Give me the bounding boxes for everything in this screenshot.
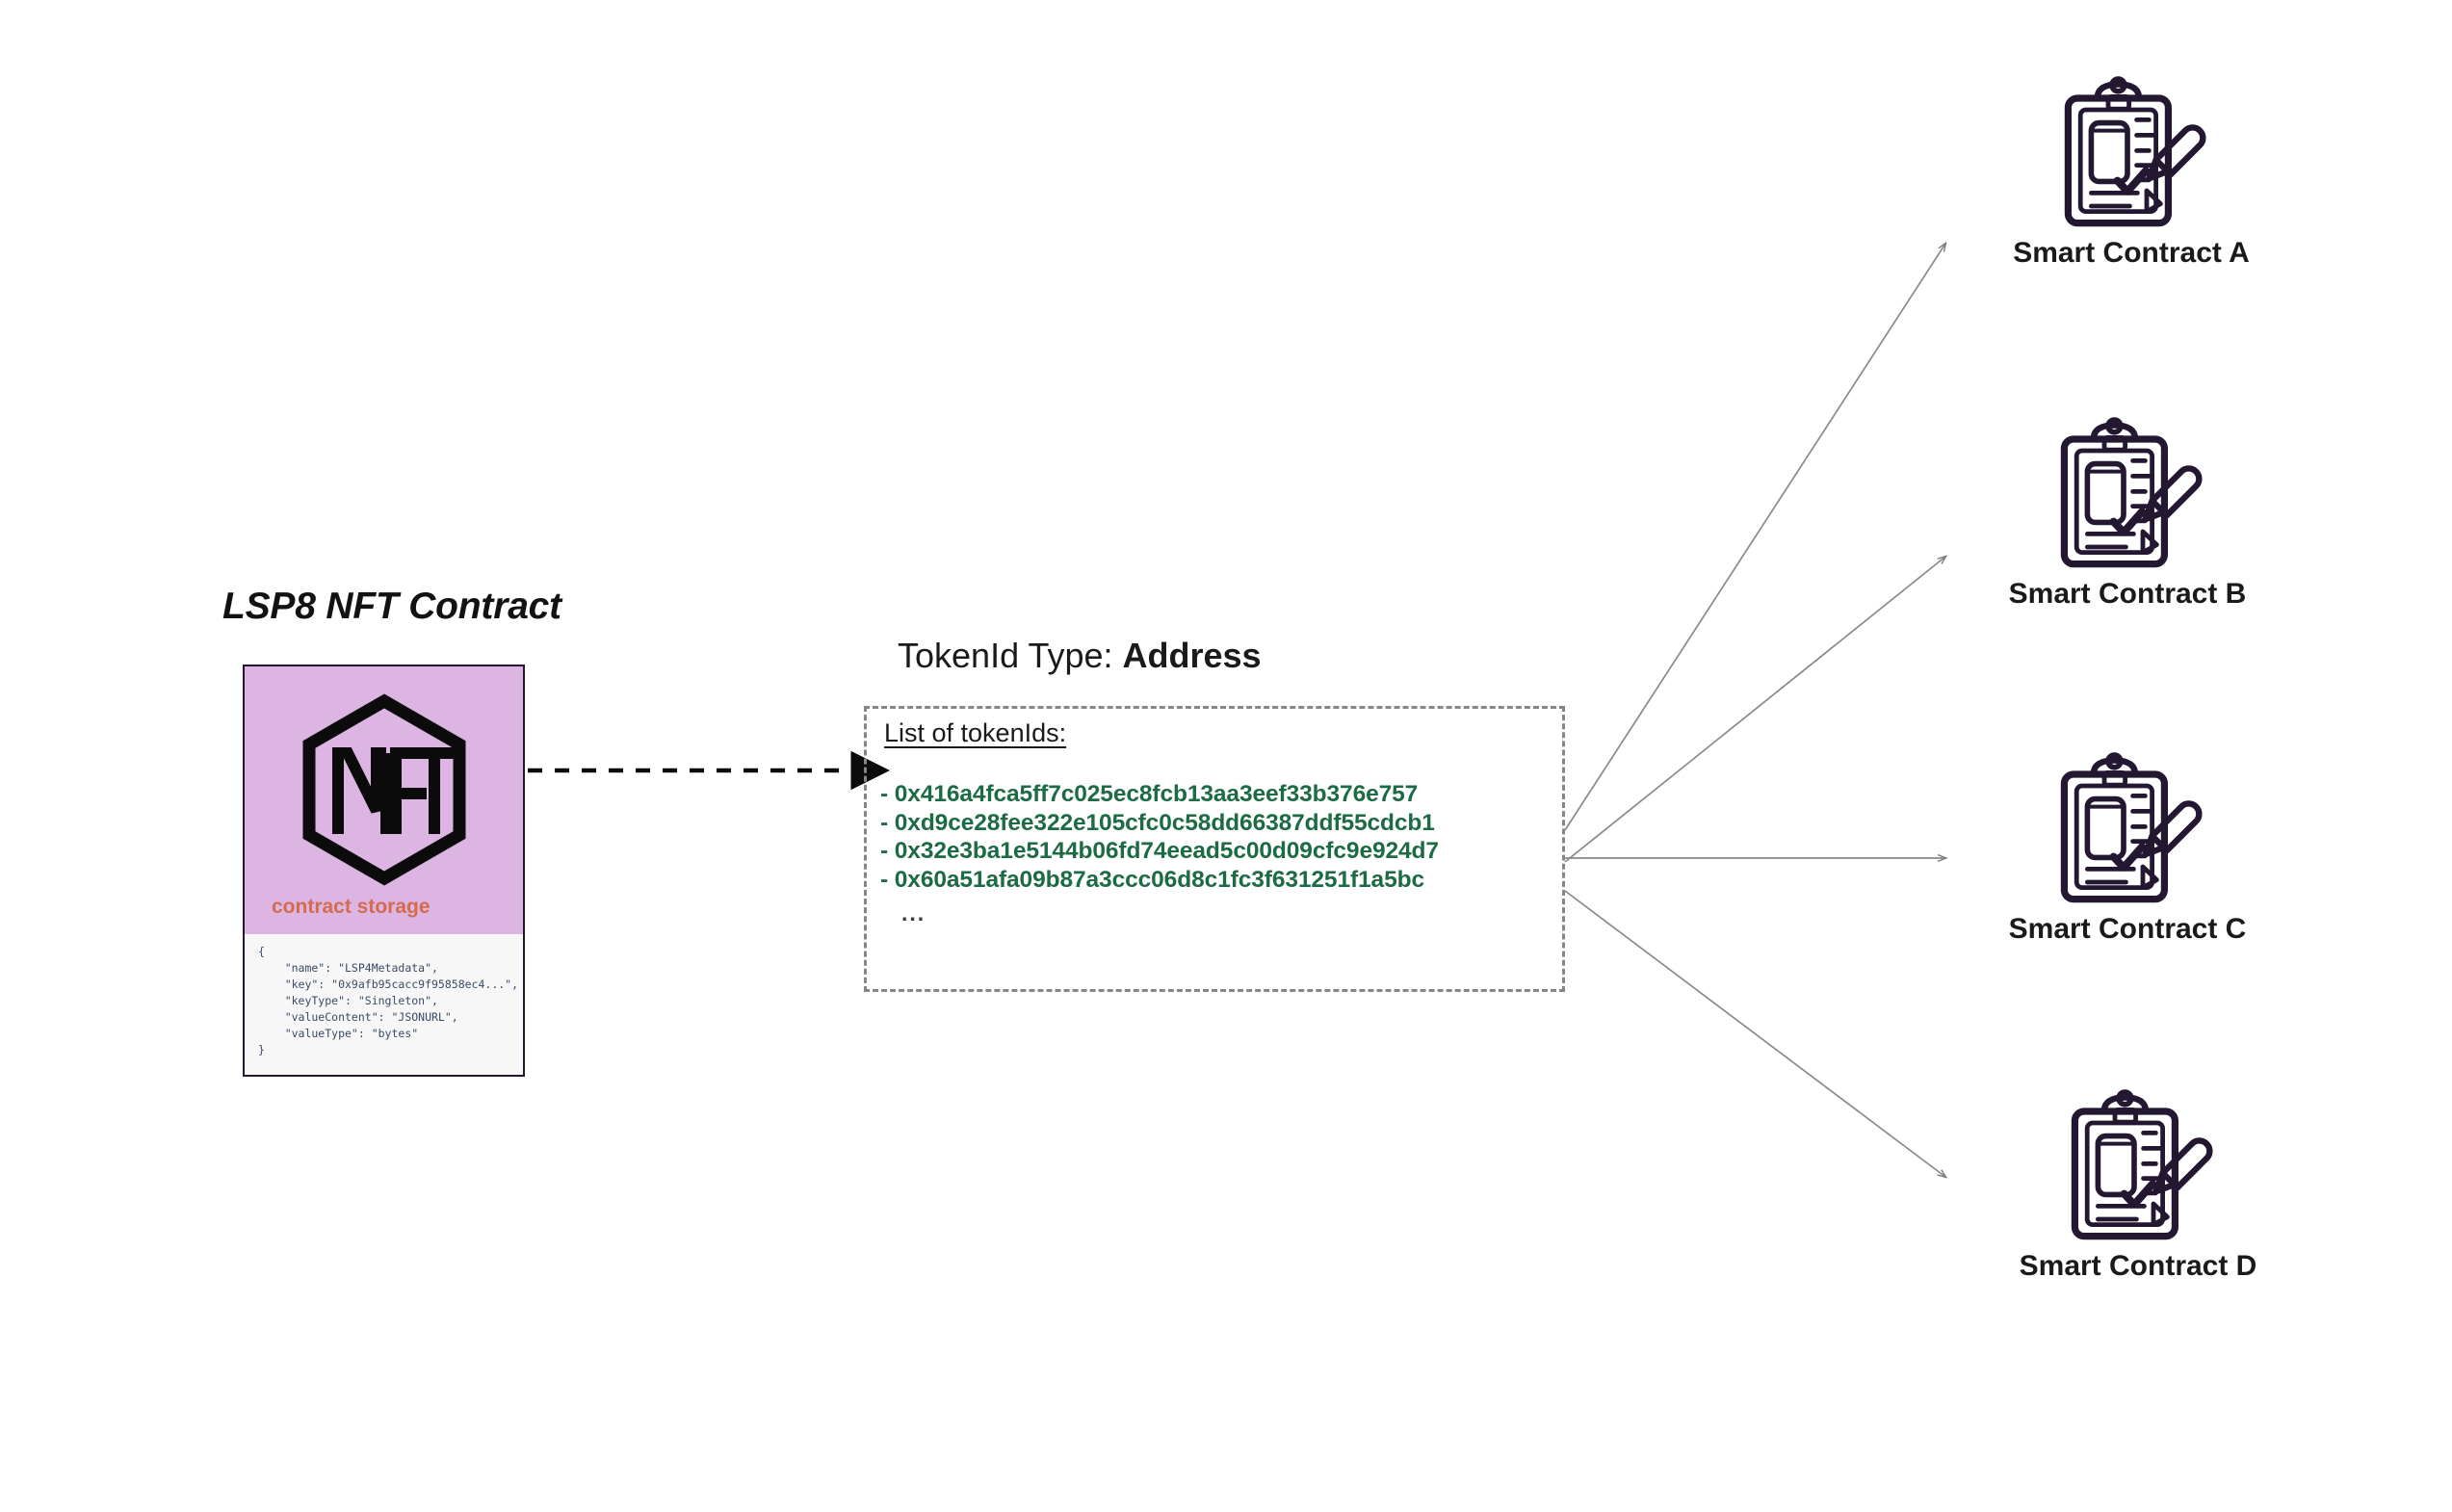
connector-to-contract-b — [1564, 557, 1945, 863]
connector-to-contract-a — [1564, 244, 1945, 831]
smart-contract-icon — [2060, 417, 2203, 568]
smart-contract-label: Smart Contract B — [2008, 578, 2247, 610]
contract-storage-label: contract storage — [272, 896, 430, 918]
tokenid-list-box: List of tokenIds: - 0x416a4fca5ff7c025ec… — [864, 706, 1565, 992]
lsp8-contract-card: contract storage { "name": "LSP4Metadata… — [243, 665, 525, 1077]
list-item-ellipsis: ... — [901, 900, 926, 925]
smart-contract-label: Smart Contract A — [2013, 237, 2250, 269]
smart-contract-icon — [2071, 1089, 2213, 1240]
tokenid-type-value: Address — [1122, 636, 1262, 675]
tokenid-list-heading: List of tokenIds: — [884, 718, 1067, 747]
smart-contract-node-b[interactable]: Smart Contract B — [1969, 416, 2286, 611]
tokenid-type-prefix: TokenId Type: — [898, 636, 1123, 675]
page-title: LSP8 NFT Contract — [222, 586, 561, 627]
tokenid-list: - 0x416a4fca5ff7c025ec8fcb13aa3eef33b376… — [880, 780, 1439, 928]
contract-storage-json: { "name": "LSP4Metadata", "key": "0x9afb… — [258, 945, 519, 1057]
contract-card-header: contract storage — [245, 666, 523, 934]
list-item: - 0x32e3ba1e5144b06fd74eead5c00d09cfc9e9… — [880, 838, 1439, 864]
smart-contract-label: Smart Contract C — [2008, 913, 2247, 945]
smart-contract-node-a[interactable]: Smart Contract A — [1972, 75, 2290, 270]
smart-contract-node-c[interactable]: Smart Contract C — [1969, 751, 2286, 946]
smart-contract-node-d[interactable]: Smart Contract D — [1979, 1088, 2297, 1283]
connector-to-contract-d — [1564, 890, 1945, 1177]
contract-storage-body: { "name": "LSP4Metadata", "key": "0x9afb… — [245, 934, 523, 1075]
list-item: - 0x416a4fca5ff7c025ec8fcb13aa3eef33b376… — [880, 781, 1419, 807]
tokenid-type-heading: TokenId Type: Address — [898, 636, 1262, 676]
arrow-contract-to-tokenids — [528, 750, 890, 791]
list-item: - 0x60a51afa09b87a3ccc06d8c1fc3f631251f1… — [880, 866, 1424, 893]
smart-contract-icon — [2060, 752, 2203, 903]
smart-contract-label: Smart Contract D — [2019, 1250, 2257, 1282]
smart-contract-icon — [2064, 76, 2206, 227]
list-item: - 0xd9ce28fee322e105cfc0c58dd66387ddf55c… — [880, 809, 1435, 836]
nft-logo — [245, 693, 523, 886]
